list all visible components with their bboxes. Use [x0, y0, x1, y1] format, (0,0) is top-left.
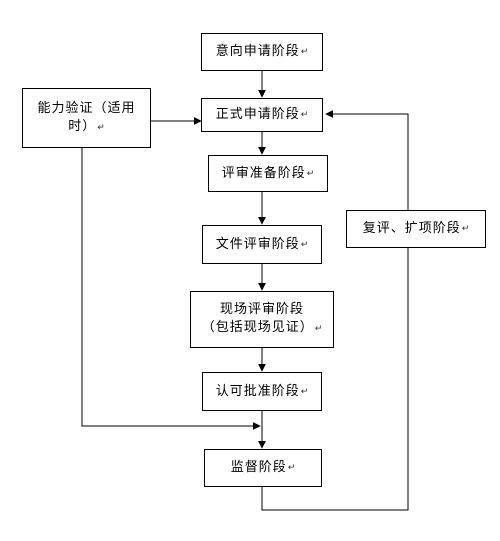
- node-formal-application-label: 正式申请阶段: [215, 107, 300, 122]
- arrow-loop-to-formal: [325, 110, 409, 210]
- paragraph-mark-icon: ↵: [300, 47, 309, 57]
- node-accreditation-approval: 认可批准阶段↵: [202, 372, 322, 411]
- node-ability-verification-line2: 时）: [68, 118, 97, 134]
- paragraph-mark-icon: ↵: [300, 386, 309, 397]
- paragraph-mark-icon: ↵: [287, 463, 296, 473]
- node-review-preparation-label: 评审准备阶段: [221, 165, 306, 181]
- node-intent-application: 意向申请阶段↵: [201, 33, 323, 71]
- node-supervision-label: 监督阶段: [230, 460, 287, 475]
- node-review-preparation: 评审准备阶段↵: [208, 155, 328, 192]
- loop-monitor-to-review: [261, 248, 409, 511]
- node-formal-application: 正式申请阶段↵: [201, 98, 323, 132]
- node-accreditation-approval-label: 认可批准阶段: [215, 383, 300, 399]
- arrow-ability-to-monitor: [81, 148, 261, 430]
- node-intent-application-label: 意向申请阶段: [215, 44, 300, 59]
- node-document-review-label: 文件评审阶段: [215, 236, 300, 252]
- node-ability-verification-line1: 能力验证（适用: [37, 100, 136, 116]
- node-supervision: 监督阶段↵: [204, 449, 322, 487]
- paragraph-mark-icon: ↵: [97, 122, 105, 133]
- node-onsite-review-line1: 现场评审阶段: [219, 302, 304, 317]
- node-ability-verification: 能力验证（适用 时）↵: [22, 88, 151, 148]
- node-onsite-review-line2: （包括现场见证）: [201, 320, 314, 335]
- paragraph-mark-icon: ↵: [461, 224, 470, 234]
- node-document-review: 文件评审阶段↵: [202, 225, 322, 264]
- paragraph-mark-icon: ↵: [300, 239, 309, 250]
- node-reexam-extension-label: 复评、扩项阶段: [362, 221, 461, 236]
- paragraph-mark-icon: ↵: [306, 168, 315, 179]
- paragraph-mark-icon: ↵: [300, 110, 309, 120]
- paragraph-mark-icon: ↵: [314, 324, 323, 334]
- node-onsite-review: 现场评审阶段 （包括现场见证）↵: [190, 291, 334, 348]
- node-reexam-extension: 复评、扩项阶段↵: [346, 210, 486, 248]
